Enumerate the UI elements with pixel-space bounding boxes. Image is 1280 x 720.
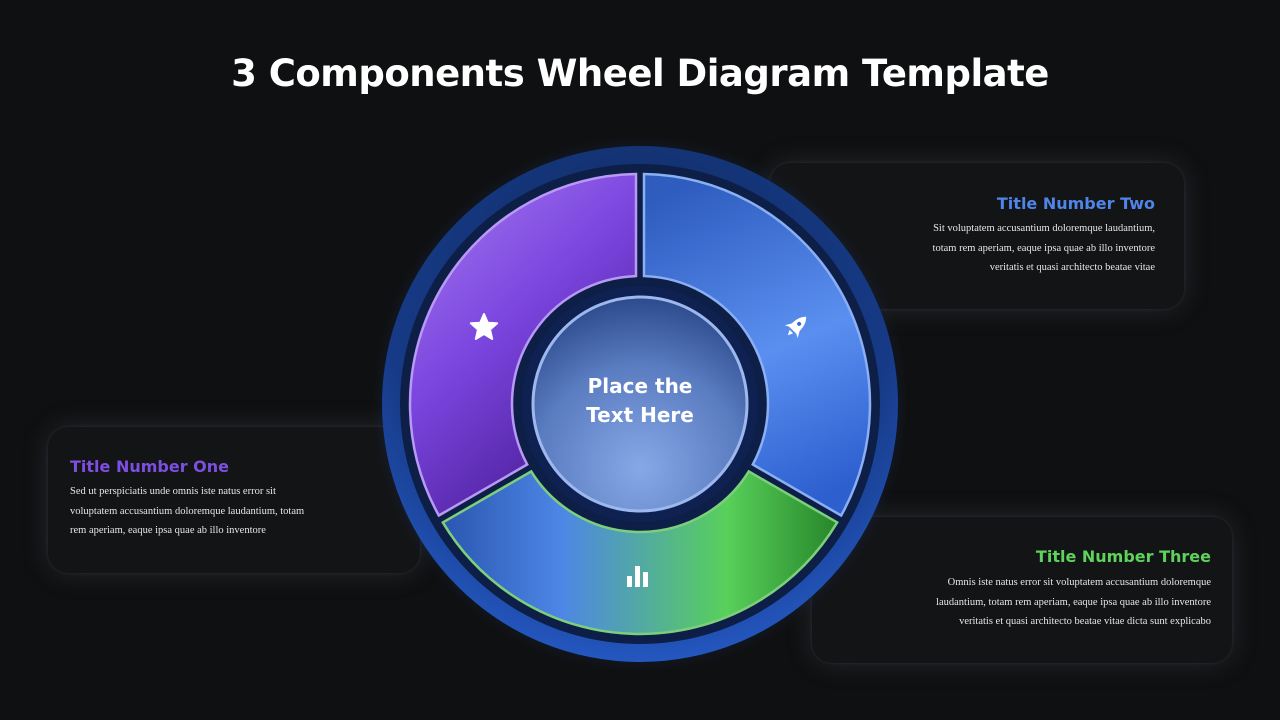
card-one-line-1: Sed ut perspiciatis unde omnis iste natu… (70, 486, 276, 497)
card-three-title: Title Number Three (1035, 547, 1211, 566)
segment-one (408, 172, 638, 518)
card-two-line-3: veritatis et quasi architecto beatae vit… (989, 262, 1155, 273)
segment-three (441, 469, 839, 636)
slide-title: 3 Components Wheel Diagram Template (231, 52, 1049, 95)
card-one-line-2: voluptatem accusantium doloremque laudan… (70, 505, 305, 517)
bar-chart-icon (627, 566, 648, 587)
card-three-line-2: laudantium, totam rem aperiam, eaque ips… (936, 596, 1211, 608)
rocket-icon (784, 316, 807, 339)
card-three-line-1: Omnis iste natus error sit voluptatem ac… (947, 577, 1211, 588)
card-three-body: Omnis iste natus error sit voluptatem ac… (936, 573, 1211, 632)
card-title-number-one: Title Number One Sed ut perspiciatis und… (48, 427, 420, 573)
wheel-diagram: Place the Text Here (372, 136, 908, 672)
center-hub (531, 295, 749, 513)
center-text-line-1: Place the (588, 374, 693, 398)
card-one-line-3: rem aperiam, eaque ipsa quae ab illo inv… (70, 525, 266, 536)
center-text-line-2: Text Here (586, 403, 694, 427)
card-two-line-2: totam rem aperiam, eaque ipsa quae ab il… (932, 242, 1155, 254)
segment-two (642, 172, 872, 518)
card-two-title: Title Number Two (996, 194, 1155, 213)
card-two-body: Sit voluptatem accusantium doloremque la… (933, 219, 1155, 278)
card-title-number-three: Title Number Three Omnis iste natus erro… (812, 517, 1232, 663)
card-one-body: Sed ut perspiciatis unde omnis iste natu… (70, 482, 304, 541)
card-one-title: Title Number One (70, 457, 230, 476)
card-two-line-1: Sit voluptatem accusantium doloremque la… (933, 223, 1155, 234)
card-three-line-3: veritatis et quasi architecto beatae vit… (959, 616, 1211, 627)
star-icon (469, 313, 499, 340)
